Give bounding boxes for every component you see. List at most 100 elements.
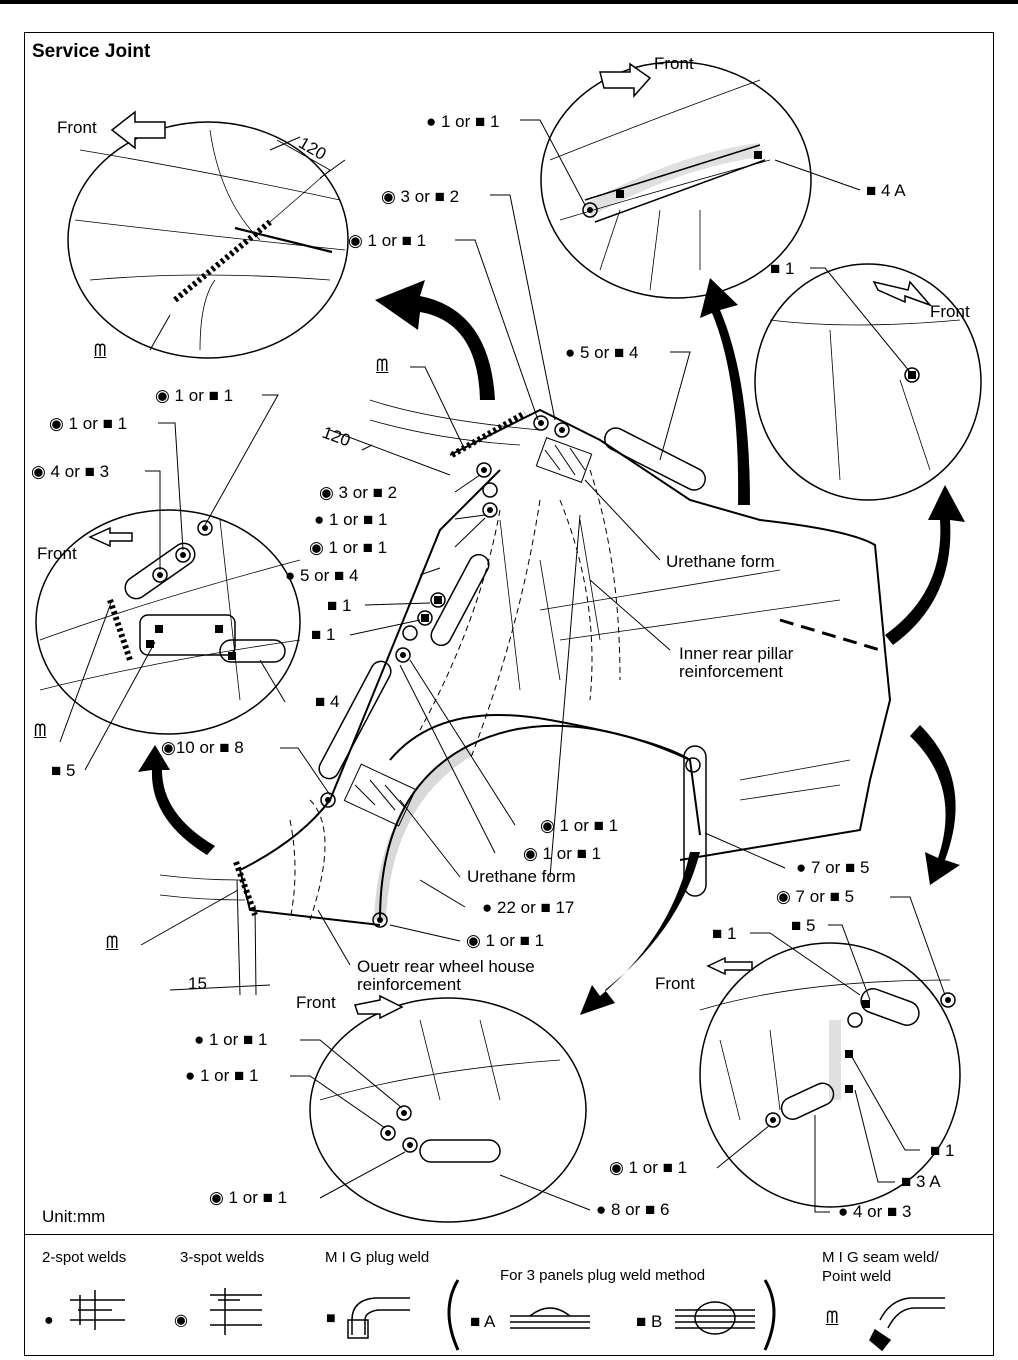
legend-mig-symbol: ᗰ (826, 1308, 839, 1327)
callout: ● 5 or ■ 4 (565, 343, 639, 362)
leader-lines (59, 119, 946, 1213)
arrow-top-right (700, 278, 750, 505)
callout: ◉ 1 or ■ 1 (540, 816, 619, 835)
callout: ◉ 3 or ■ 2 (319, 483, 398, 502)
unit-label: Unit:mm (42, 1207, 106, 1226)
left-detail-seam-chain (107, 599, 133, 661)
mig-plug-icon (347, 1297, 410, 1339)
callout: ◉ 1 or ■ 1 (466, 931, 545, 950)
callout: ● 8 or ■ 6 (596, 1200, 670, 1219)
mig-seam-symbol: ᗰ (106, 933, 119, 952)
part-label-outer-wheel: Ouetr rear wheel house (357, 957, 535, 976)
legend-two-spot: 2-spot welds (42, 1249, 127, 1266)
weld-markers (152, 202, 956, 1153)
legend-icons (70, 1279, 945, 1352)
callout: ● 1 or ■ 1 (185, 1066, 259, 1085)
callout: ● 4 or ■ 3 (838, 1202, 912, 1221)
front-label: Front (654, 54, 694, 73)
main-panel-inner-lines (159, 399, 851, 901)
two-spot-icon (70, 1290, 125, 1330)
arrow-top-left (375, 280, 495, 400)
legend-point-weld: Point weld (822, 1268, 892, 1285)
front-label: Front (296, 993, 336, 1012)
callout: ■ 5 (791, 916, 816, 935)
legend-three-panel: For 3 panels plug weld method (500, 1267, 706, 1284)
bracket-left (447, 1279, 460, 1351)
weld-dots (146, 151, 951, 1148)
arrow-left-down (138, 745, 215, 855)
dimension-lines (169, 136, 451, 996)
callout: ● 7 or ■ 5 (796, 858, 870, 877)
part-label-inner-pillar-2: reinforcement (679, 662, 783, 681)
callout: ◉ 3 or ■ 2 (381, 187, 460, 206)
seam-weld-chain (173, 219, 272, 303)
callout: ◉ 4 or ■ 3 (31, 462, 110, 481)
callout: ◉ 1 or ■ 1 (523, 844, 602, 863)
callout: ◉ 1 or ■ 1 (209, 1188, 288, 1207)
legend-dot-icon: ● (44, 1312, 54, 1329)
arrow-right (885, 485, 965, 645)
arrow-bottom (580, 852, 700, 1015)
urethane-hatch (343, 437, 593, 827)
mig-seam-symbol: ᗰ (94, 341, 107, 360)
weld-strips (318, 427, 707, 921)
callout: ◉ 7 or ■ 5 (776, 887, 855, 906)
legend-plug-a: ■ A (470, 1312, 496, 1331)
callout: ■ 4 A (866, 181, 906, 200)
detail-circle-bottom (309, 997, 587, 1223)
callout: ● 1 or ■ 1 (314, 510, 388, 529)
part-label-inner-pillar: Inner rear pillar (679, 644, 794, 663)
part-label-urethane-2: Urethane form (467, 867, 576, 886)
part-label-urethane: Urethane form (666, 552, 775, 571)
callout: ● 22 or ■ 17 (482, 898, 575, 917)
mig-seam-symbol: ᗰ (376, 356, 389, 375)
callout: ■ 1 (311, 625, 336, 644)
detail-strips (124, 143, 920, 1163)
callout: ◉10 or ■ 8 (161, 738, 244, 757)
callout: ◉ 1 or ■ 1 (348, 231, 427, 250)
dimension-15: 15 (188, 974, 207, 993)
mig-seam-icon (869, 1297, 945, 1352)
part-label-outer-wheel-2: reinforcement (357, 975, 461, 994)
front-label: Front (930, 302, 970, 321)
callout: ■ 3 A (901, 1172, 941, 1191)
callout: ● 1 or ■ 1 (426, 112, 500, 131)
callout: ◉ 1 or ■ 1 (49, 414, 128, 433)
detail-circle-seam (67, 121, 349, 359)
legend-square-icon: ■ (326, 1310, 336, 1327)
top-rule (0, 0, 1018, 4)
callout: ◉ 1 or ■ 1 (155, 386, 234, 405)
detail-circle-top (540, 61, 812, 299)
callout: ● 5 or ■ 4 (285, 566, 359, 585)
mig-seam-symbol: ᗰ (34, 721, 47, 740)
callout: ◉ 1 or ■ 1 (609, 1158, 688, 1177)
callout: ● 1 or ■ 1 (194, 1030, 268, 1049)
bracket-right (763, 1279, 776, 1351)
callout: ■ 1 (327, 596, 352, 615)
callout: ◉ 1 or ■ 1 (309, 538, 388, 557)
callout: ■ 1 (930, 1141, 955, 1160)
direction-arrows (138, 278, 965, 1015)
front-arrows (88, 62, 933, 1020)
legend-mig-seam: M I G seam weld/ (822, 1249, 939, 1266)
callout: ■ 4 (315, 692, 340, 711)
detail-circle-bottom-right (699, 942, 961, 1208)
front-label: Front (37, 544, 77, 563)
three-spot-icon (210, 1288, 262, 1335)
plug-a-icon (510, 1307, 590, 1329)
legend-three-spot: 3-spot welds (180, 1249, 265, 1266)
plug-b-icon (675, 1301, 755, 1335)
front-label: Front (57, 118, 97, 137)
legend-divider (24, 1234, 994, 1235)
arrow-right-down (910, 725, 960, 885)
legend-ring-icon: ◉ (174, 1312, 188, 1329)
legend-plug-b: ■ B (636, 1312, 663, 1331)
diagram-title: Service Joint (32, 41, 151, 62)
diagram-frame (24, 32, 994, 1356)
detail-circle-left (35, 509, 301, 735)
legend-mig-plug: M I G plug weld (325, 1249, 430, 1266)
main-seam-chain (450, 410, 527, 458)
front-label: Front (655, 974, 695, 993)
callout: ■ 5 (51, 761, 76, 780)
